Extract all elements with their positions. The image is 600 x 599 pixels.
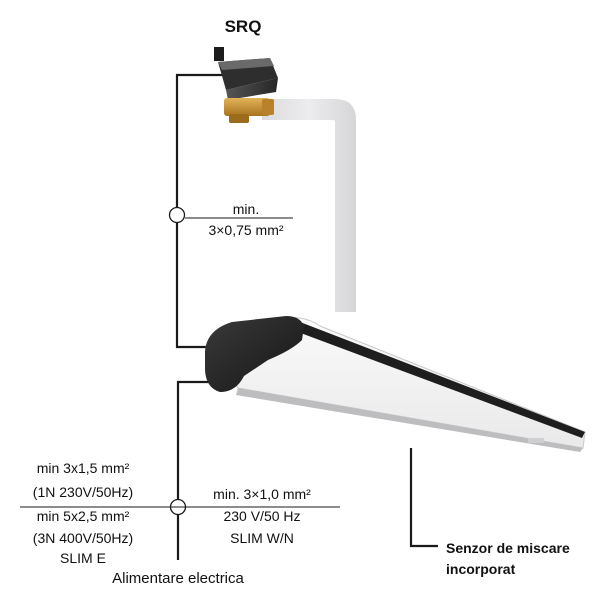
air-curtain-unit	[205, 316, 586, 452]
power-right-line2: 230 V/50 Hz	[223, 508, 300, 524]
sensor-wire	[409, 448, 438, 548]
supply-label: Alimentare electrica	[112, 570, 244, 587]
power-left-line3: min 5x2,5 mm²	[37, 508, 130, 524]
valve-wire-crossing	[168, 206, 186, 224]
power-wire	[176, 380, 215, 560]
valve-label: SRQ	[225, 17, 262, 36]
power-left-line1: min 3x1,5 mm²	[37, 460, 130, 476]
sensor-label-line1: Senzor de miscare	[446, 540, 570, 556]
water-pipe	[262, 99, 356, 312]
power-right-line1: min. 3×1,0 mm²	[213, 486, 311, 502]
power-left-line4: (3N 400V/50Hz)	[33, 530, 133, 546]
power-left-line5: SLIM E	[60, 550, 106, 566]
power-left-line2: (1N 230V/50Hz)	[33, 484, 133, 500]
sensor-label-line2: incorporat	[446, 561, 516, 577]
motion-sensor-window	[528, 438, 544, 443]
valve-cable-line2: 3×0,75 mm²	[208, 222, 283, 238]
power-right-line3: SLIM W/N	[230, 530, 294, 546]
valve-srq	[214, 47, 278, 123]
valve-cable-line1: min.	[233, 201, 259, 217]
